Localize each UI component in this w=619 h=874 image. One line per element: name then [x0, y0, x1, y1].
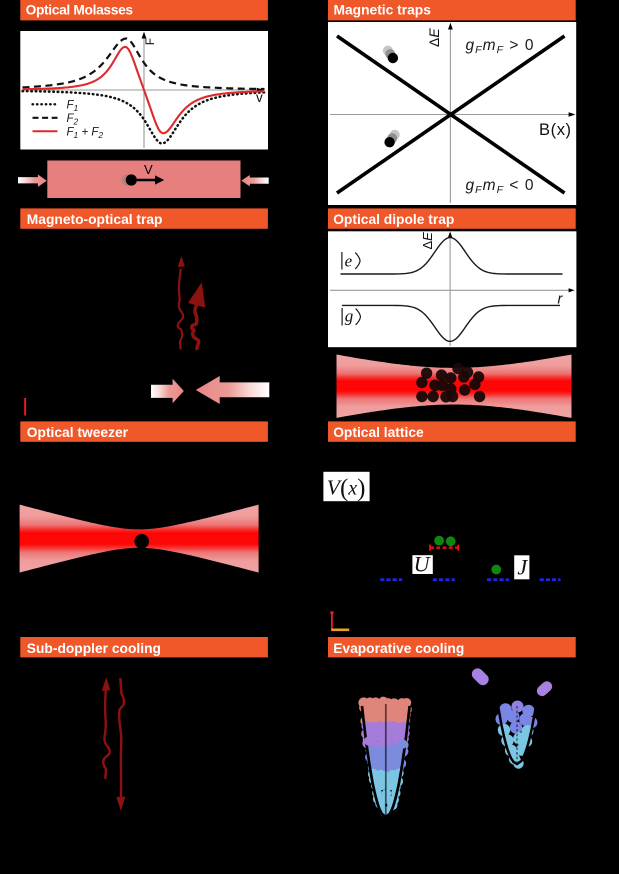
svg-text:v: v: [256, 90, 263, 105]
svg-text:ΔE: ΔE: [426, 28, 442, 47]
svg-text:Sub-doppler cooling: Sub-doppler cooling: [27, 641, 161, 656]
svg-text:F1 + F2: F1 + F2: [67, 126, 104, 140]
svg-text:Optical Molasses: Optical Molasses: [26, 2, 134, 17]
svg-text:F1: F1: [67, 99, 79, 113]
svg-text:g: g: [345, 307, 354, 326]
svg-text:Magneto-optical trap: Magneto-optical trap: [27, 212, 163, 227]
svg-text:Optical tweezer: Optical tweezer: [27, 425, 129, 440]
svg-text:gFmF < 0: gFmF < 0: [466, 177, 535, 196]
svg-text:V: V: [144, 162, 153, 177]
svg-text:V(x): V(x): [327, 475, 366, 502]
svg-text:J: J: [517, 555, 528, 580]
svg-text:Optical lattice: Optical lattice: [333, 425, 424, 440]
svg-text:Magnetic traps: Magnetic traps: [334, 2, 432, 17]
svg-text:e: e: [345, 251, 353, 270]
svg-text:U: U: [414, 551, 432, 576]
svg-text:B(x): B(x): [539, 121, 572, 139]
svg-text:Optical dipole trap: Optical dipole trap: [333, 212, 454, 227]
svg-text:ΔE: ΔE: [420, 232, 435, 250]
svg-text:Evaporative cooling: Evaporative cooling: [333, 641, 464, 656]
svg-text:gFmF > 0: gFmF > 0: [466, 37, 535, 56]
svg-text:F2: F2: [67, 113, 79, 127]
svg-text:F: F: [143, 38, 157, 45]
svg-text:r: r: [558, 292, 564, 308]
